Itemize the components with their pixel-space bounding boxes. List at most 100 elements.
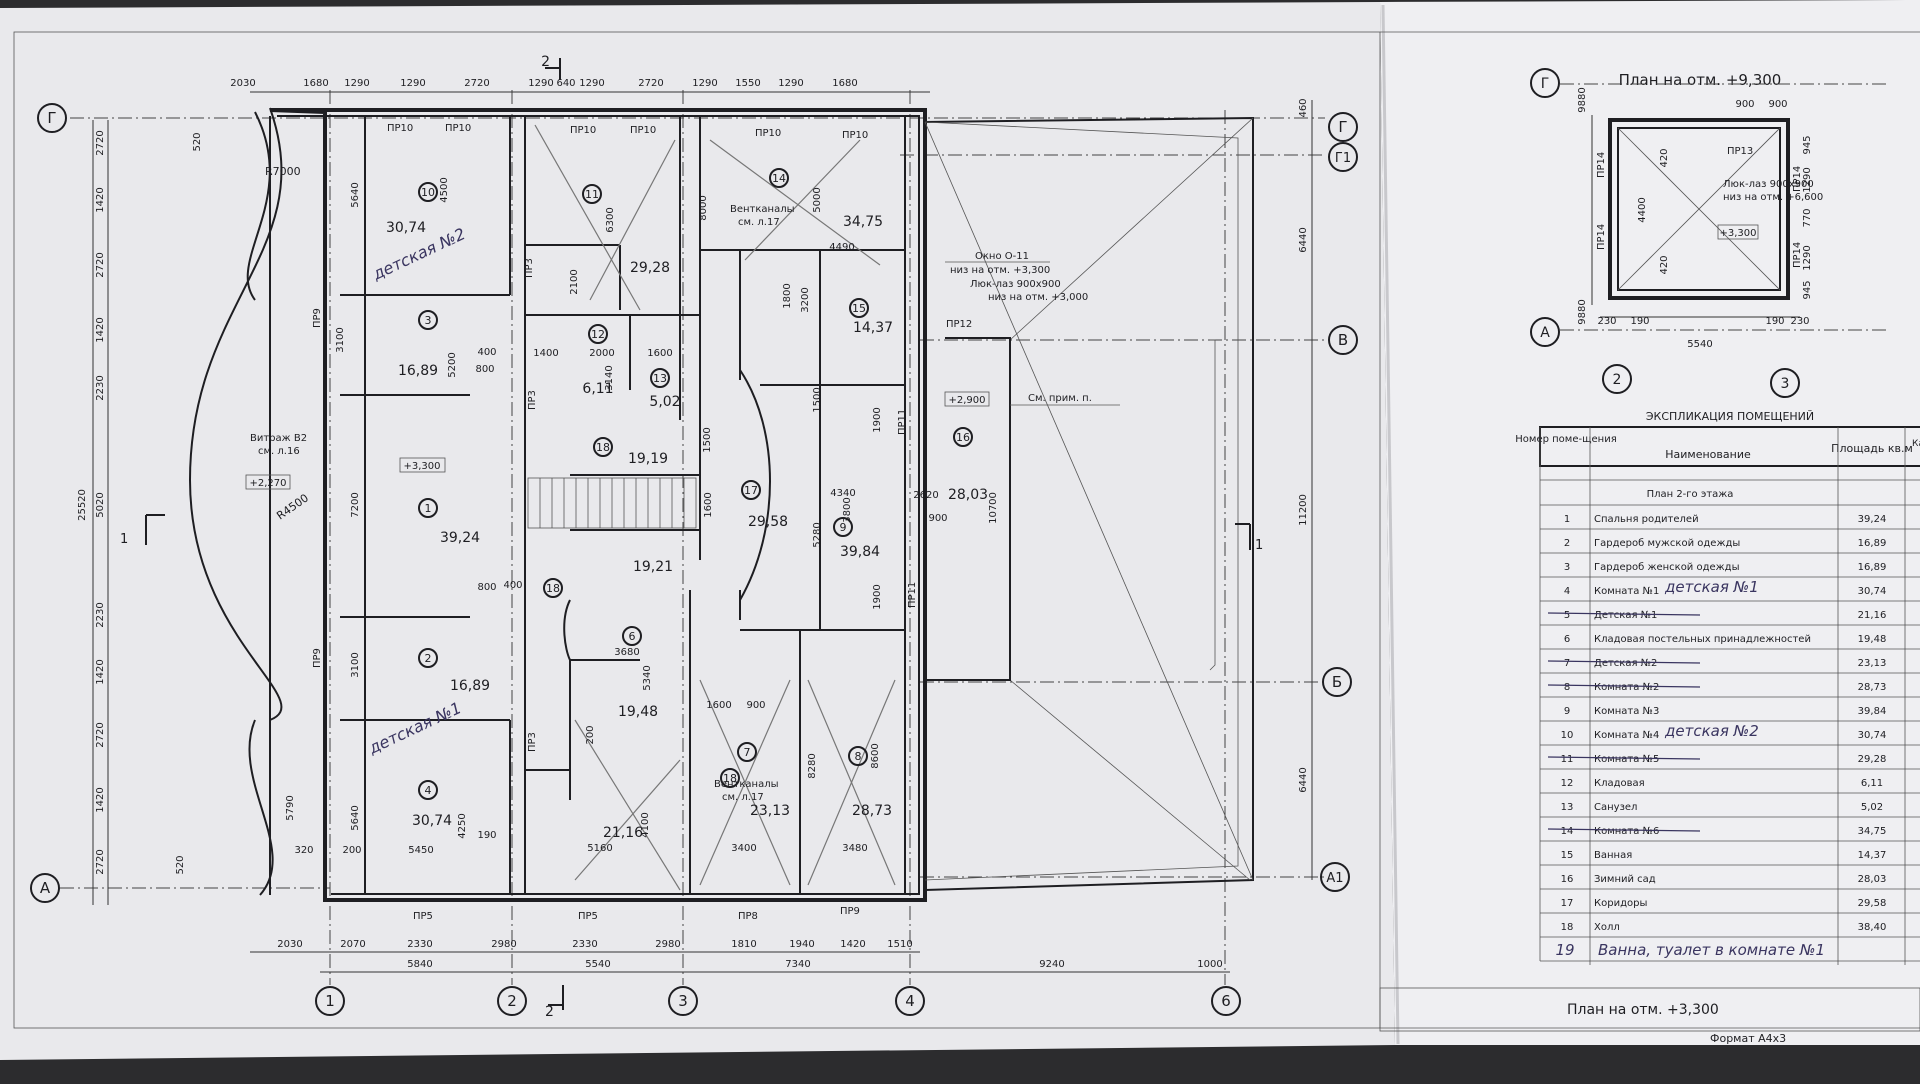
- dim-value: 200: [342, 845, 361, 856]
- dim-value: 9880: [1577, 299, 1588, 324]
- pencil-crossouts: [534, 124, 896, 891]
- room-number: 18: [596, 441, 610, 454]
- axis-label: А: [1540, 325, 1550, 341]
- row-handwritten: детская №2: [1664, 722, 1759, 740]
- row-area: 5,02: [1861, 802, 1883, 813]
- room-number-circle: [582, 184, 602, 204]
- crossout-5-b: [574, 759, 681, 881]
- opening-label: ПР11: [907, 582, 918, 608]
- row-name: Комната №3: [1594, 706, 1659, 717]
- table-section: План 2-го этажа: [1647, 489, 1734, 500]
- outer-walls: [188, 107, 927, 902]
- room-area: 19,21: [633, 559, 673, 575]
- room-area: 6,11: [582, 381, 613, 397]
- col-name-header: Наименование: [1665, 448, 1751, 461]
- row-number: 6: [1564, 634, 1570, 645]
- opening-label: ПР9: [312, 648, 323, 668]
- axis-bubble: [1328, 142, 1358, 172]
- row-area: 38,40: [1858, 922, 1887, 933]
- room-area: 16,89: [398, 363, 438, 379]
- dim-value: 3480: [842, 843, 867, 854]
- row-area: 28,73: [1858, 682, 1887, 693]
- dimension-lines: [92, 91, 1313, 973]
- room-number-circle: [593, 437, 613, 457]
- row-area: 34,75: [1858, 826, 1887, 837]
- axis-label: Г: [1541, 76, 1550, 92]
- elevation-box: [944, 391, 990, 407]
- room-1: 139,24: [418, 498, 480, 546]
- dim-value: 460: [1298, 98, 1309, 117]
- dim-value: 945: [1802, 280, 1813, 299]
- axis-label: В: [1338, 331, 1348, 349]
- room-2: 216,89: [418, 648, 490, 694]
- dim-value: 10700: [988, 492, 999, 524]
- axis-bubble: [895, 986, 925, 1016]
- room-area: 39,84: [840, 544, 880, 560]
- window-label: Окно О-11: [975, 251, 1029, 262]
- dim-value: 320: [294, 845, 313, 856]
- opening-label: ПР10: [445, 123, 471, 134]
- opening-label: ПР14: [1596, 224, 1607, 250]
- dim-value: 2070: [340, 939, 365, 950]
- opening-label: ПР10: [570, 125, 596, 136]
- winter-garden-wall: [925, 337, 1011, 681]
- vent-ref: см. л.17: [738, 217, 780, 228]
- dim-value: 5540: [585, 959, 610, 970]
- dim-value: 2100: [569, 269, 580, 294]
- room-area: 30,74: [412, 813, 452, 829]
- dim-value: 5160: [587, 843, 612, 854]
- dim-value: 3400: [731, 843, 756, 854]
- row-number: 1: [1564, 514, 1570, 525]
- elevation-box: [399, 457, 446, 473]
- small-plan-inner-wall: [1617, 127, 1781, 291]
- row-number: 2: [1564, 538, 1570, 549]
- room-3: 316,89: [398, 310, 438, 379]
- dim-value: 770: [1802, 208, 1813, 227]
- room-area: 29,28: [630, 260, 670, 276]
- dim-value: 1500: [812, 387, 823, 412]
- row-number: 5: [1564, 610, 1570, 621]
- dim-value: 1290: [1802, 245, 1813, 270]
- dim-value: 1800: [782, 283, 793, 308]
- dim-value: 1420: [95, 317, 106, 342]
- dim-value: 2720: [95, 252, 106, 277]
- crossout-11-a: [534, 124, 641, 311]
- row-name: Комната №6: [1594, 826, 1659, 837]
- dim-value: 945: [1802, 135, 1813, 154]
- room-area: 21,16: [603, 825, 643, 841]
- row-number: 9: [1564, 706, 1570, 717]
- row-area: 29,58: [1858, 898, 1887, 909]
- opening-label: ПР8: [738, 911, 758, 922]
- dim-value: 5000: [812, 187, 823, 212]
- room-number-circle: [833, 517, 853, 537]
- opening-label: ПР9: [840, 906, 860, 917]
- room-number: 14: [772, 172, 786, 185]
- axis-bubble: [37, 103, 67, 133]
- outer-wall: [269, 108, 927, 902]
- room-6: 619,48: [618, 626, 658, 720]
- room-number: 16: [956, 431, 970, 444]
- dim-value: 8280: [807, 753, 818, 778]
- sheet-frame-left: [13, 31, 1381, 1029]
- row-handwritten-number: 19: [1555, 941, 1574, 959]
- dim-value: 4400: [1637, 197, 1648, 222]
- terrace-edge: [1209, 339, 1216, 671]
- axis-label: 3: [678, 992, 688, 1010]
- small-hatch-low: низ на отм. +6,600: [1723, 192, 1823, 203]
- axis-label: 2: [1613, 372, 1622, 388]
- dim-value: 3100: [350, 652, 361, 677]
- row-area: 21,16: [1858, 610, 1887, 621]
- inner-walls: [340, 116, 906, 894]
- main-floor-plan: Г Г Г1 В Б А А1 1 2 3 4 6 2: [30, 54, 1358, 1020]
- row-name: Зимний сад: [1594, 874, 1656, 885]
- dim-value: 1420: [95, 787, 106, 812]
- room-number-circle: [720, 768, 740, 788]
- row-area: 39,24: [1858, 514, 1887, 525]
